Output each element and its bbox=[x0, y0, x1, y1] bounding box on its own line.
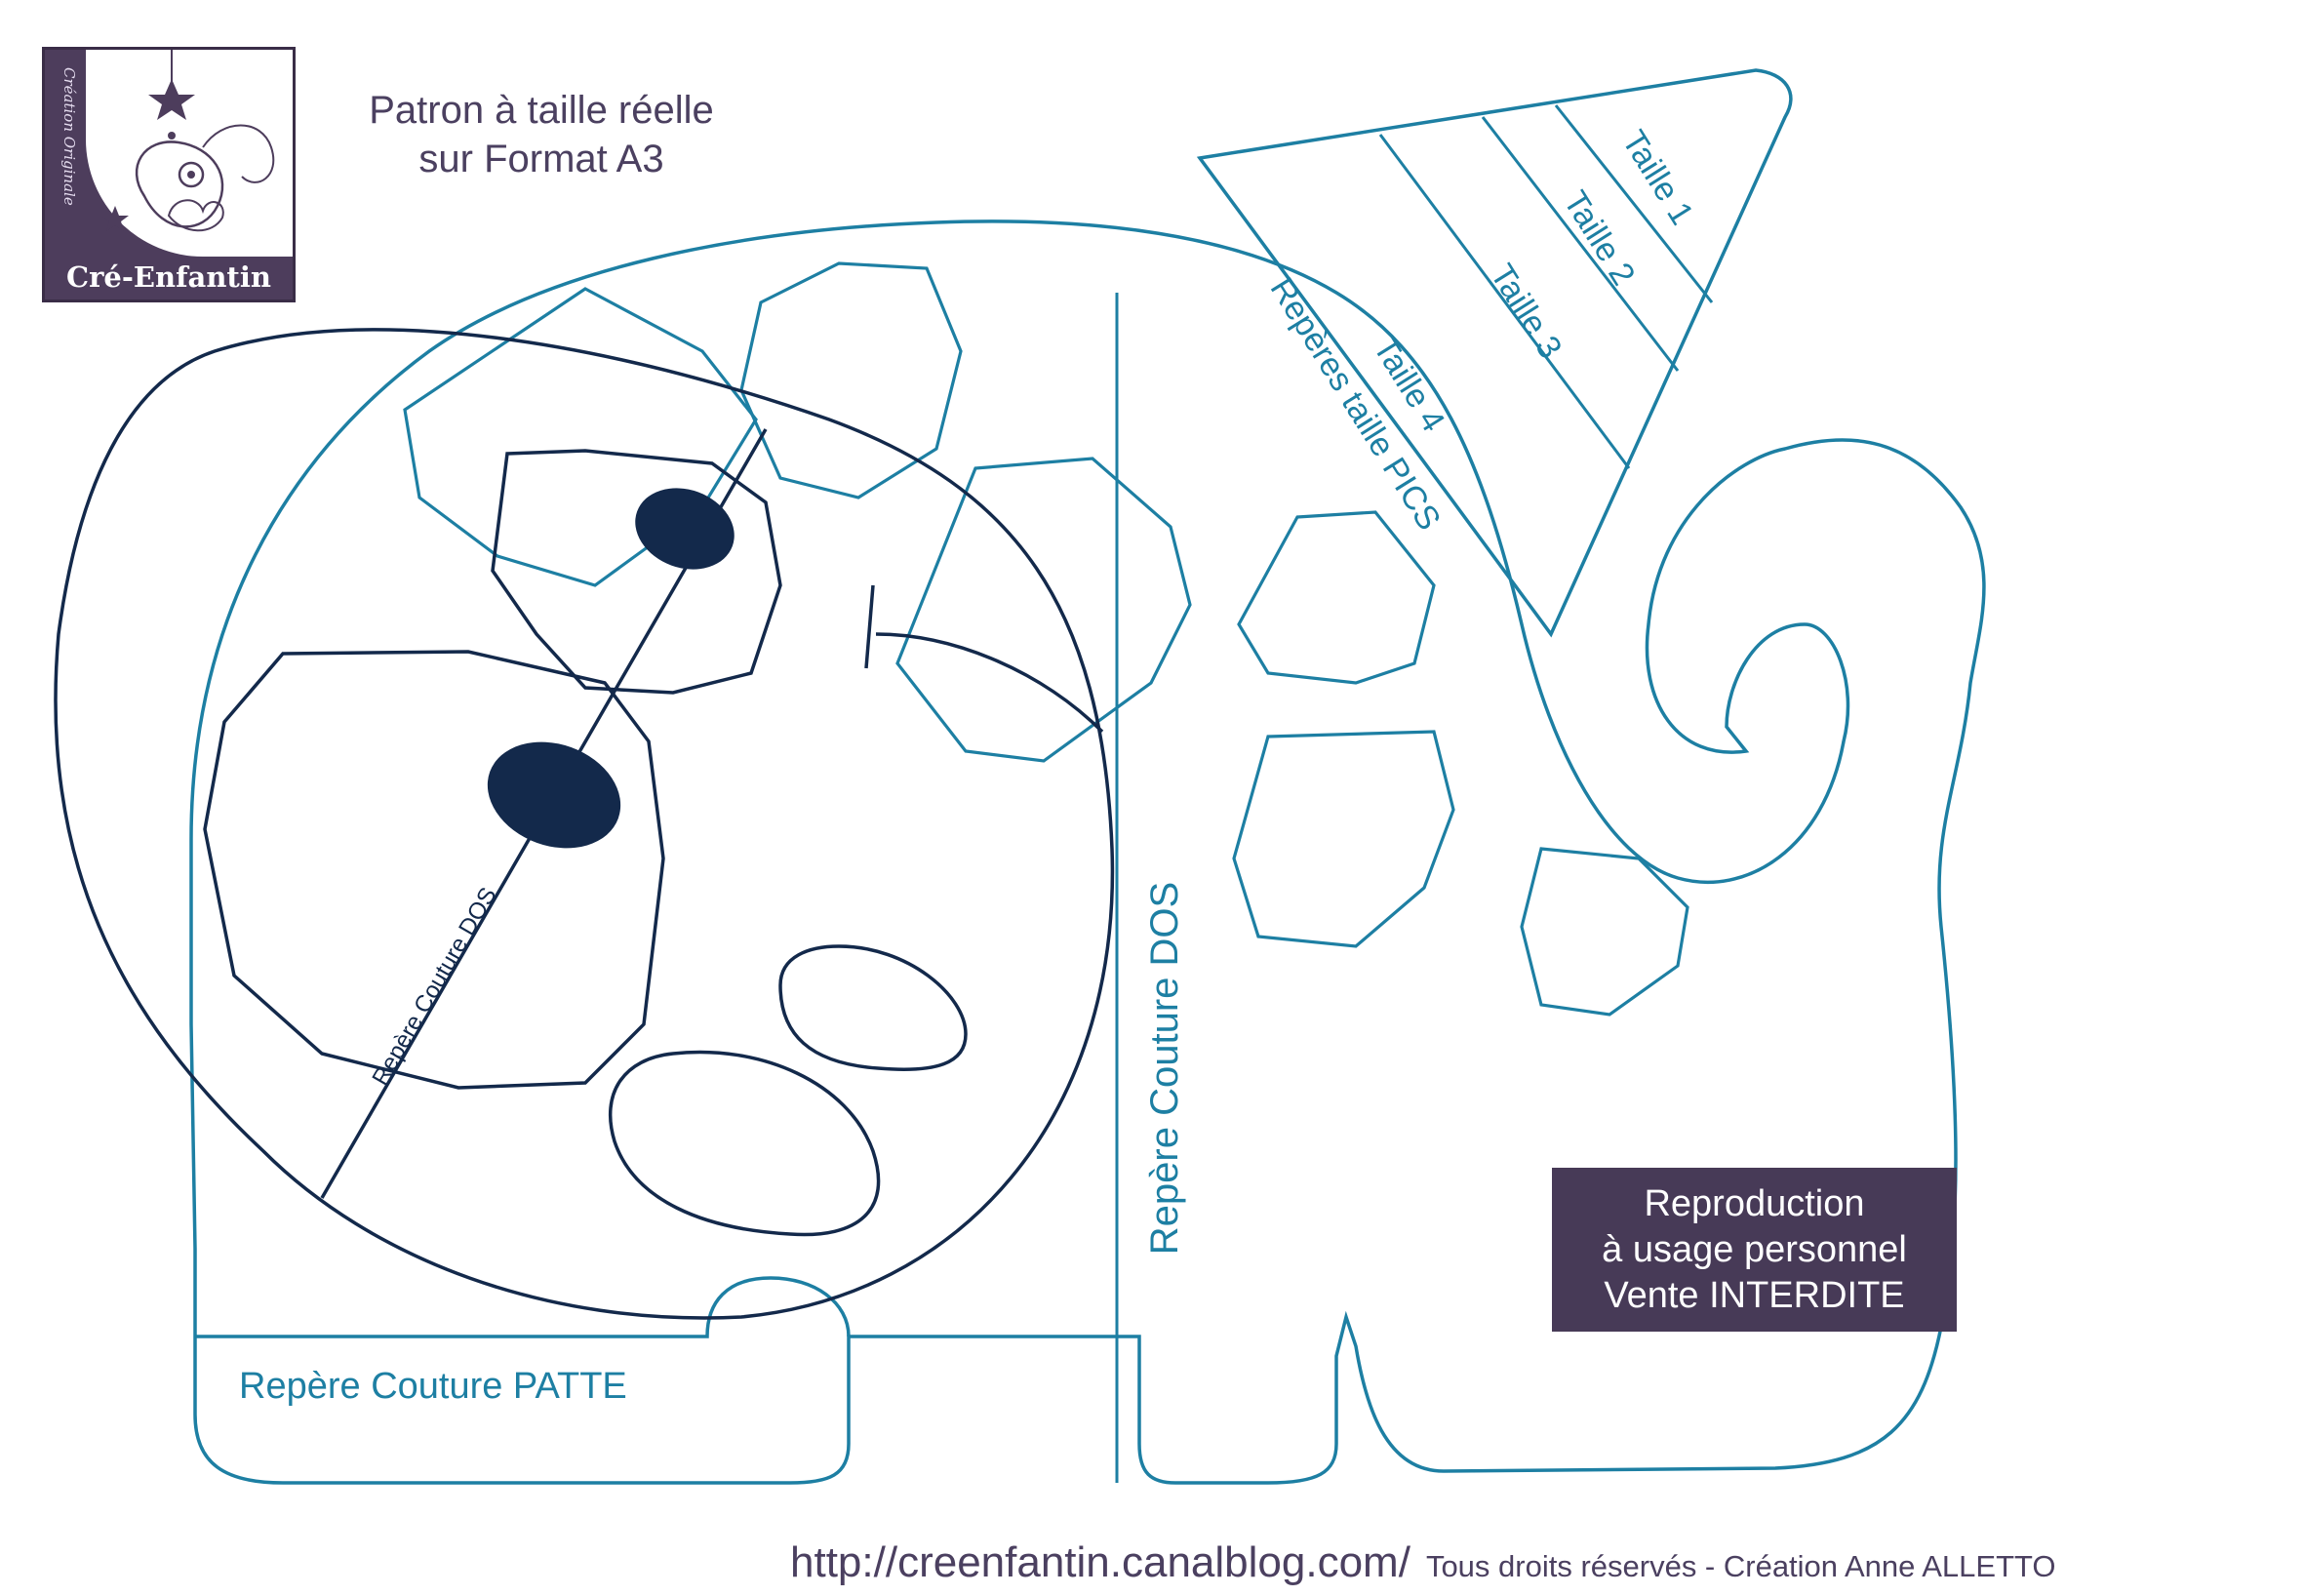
spot bbox=[1520, 847, 1689, 1017]
pattern-title: Patron à taille réelle sur Format A3 bbox=[312, 86, 771, 183]
footer: http://creenfantin.canalblog.com/Tous dr… bbox=[790, 1538, 2056, 1587]
spot bbox=[739, 261, 963, 499]
pics-triangle bbox=[1196, 68, 1793, 638]
notice-line-1: Reproduction bbox=[1644, 1182, 1865, 1224]
spot bbox=[895, 457, 1192, 763]
notice-line-2: à usage personnel bbox=[1602, 1228, 1907, 1270]
leg-divider-left bbox=[195, 1276, 851, 1338]
label-size-1: Taille 1 bbox=[1614, 124, 1700, 231]
eye-upper bbox=[635, 488, 735, 570]
footer-rights: Tous droits réservés - Création Anne ALL… bbox=[1425, 1549, 2056, 1583]
logo-tagline: Création Originale bbox=[60, 67, 78, 206]
body-outline bbox=[189, 219, 1986, 1485]
nostril-lower bbox=[609, 1050, 881, 1237]
usage-notice: Reproduction à usage personnel Vente INT… bbox=[1552, 1168, 1957, 1332]
footer-url[interactable]: http://creenfantin.canalblog.com/ bbox=[790, 1538, 1410, 1586]
label-spine-seam: Repère Couture DOS bbox=[1143, 882, 1186, 1255]
logo-drawing-area bbox=[86, 50, 293, 257]
label-leg-seam: Repère Couture PATTE bbox=[239, 1366, 627, 1407]
face-outline bbox=[54, 328, 1115, 1320]
nostril-upper bbox=[778, 944, 968, 1071]
size-line-1 bbox=[1554, 104, 1714, 303]
spot bbox=[1232, 730, 1455, 948]
label-face-seam: Repère Couture DOS bbox=[367, 883, 501, 1090]
face-patch-upper bbox=[491, 449, 782, 695]
logo-name: Cré-Enfantin bbox=[66, 260, 271, 294]
spot bbox=[1237, 510, 1436, 685]
label-size-3: Taille 3 bbox=[1483, 258, 1569, 365]
spot bbox=[403, 287, 758, 587]
size-line-2 bbox=[1481, 116, 1680, 372]
label-size-2: Taille 2 bbox=[1556, 184, 1642, 292]
title-line-1: Patron à taille réelle bbox=[369, 89, 714, 132]
nose-mark bbox=[864, 584, 1104, 734]
bird-icon bbox=[101, 50, 275, 232]
size-line-3 bbox=[1378, 134, 1631, 469]
eye-lower bbox=[487, 741, 621, 849]
notice-line-3: Vente INTERDITE bbox=[1604, 1274, 1905, 1316]
face-patch-lower bbox=[203, 650, 665, 1090]
title-line-2: sur Format A3 bbox=[418, 138, 664, 180]
brand-logo: Création Originale Cré-Enfantin bbox=[42, 47, 296, 302]
